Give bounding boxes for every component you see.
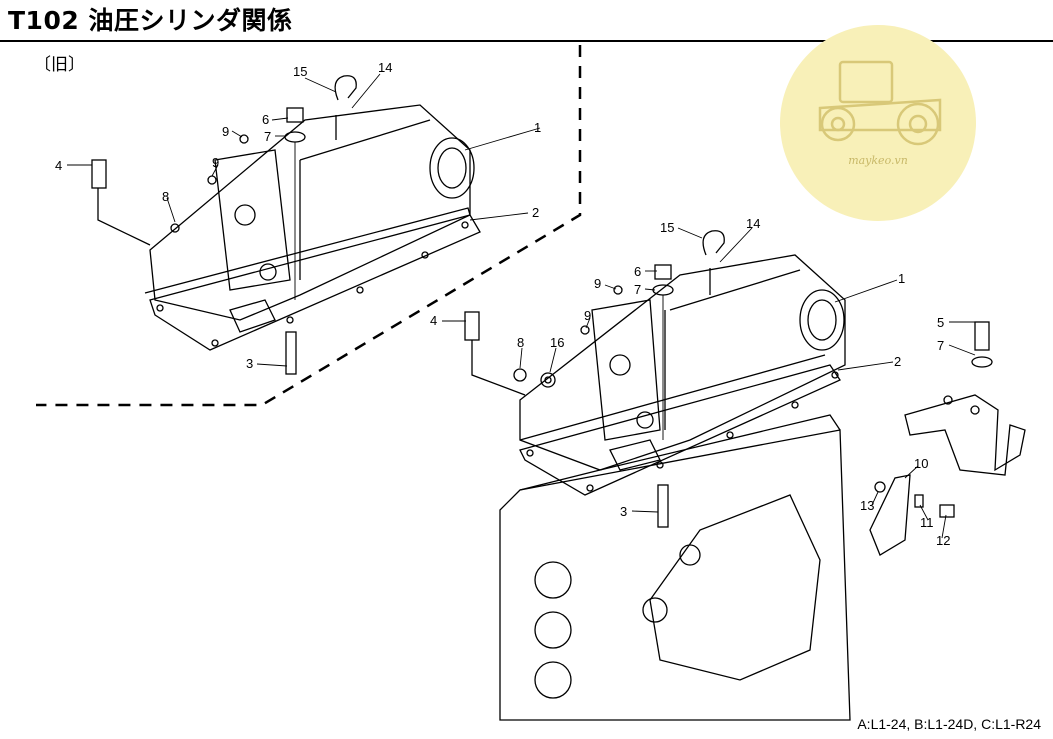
callout-13-new: 13: [860, 498, 874, 513]
watermark-logo: maykeo.vn: [780, 25, 976, 221]
title-divider: [0, 40, 1053, 42]
callout-3-new: 3: [620, 504, 627, 519]
old-version-label: 〔旧〕: [34, 55, 85, 75]
callout-2: 2: [532, 205, 539, 220]
callout-3: 3: [246, 356, 253, 371]
callout-9b: 9: [212, 155, 219, 170]
callout-11-new: 11: [920, 515, 934, 530]
callout-8: 8: [162, 189, 169, 204]
callout-9-new: 9: [594, 276, 601, 291]
page-title: T102 油圧シリンダ関係: [8, 6, 293, 35]
callout-10-new: 10: [914, 456, 928, 471]
callout-4-new: 4: [430, 313, 437, 328]
callout-7: 7: [264, 129, 271, 144]
old-section-divider: [36, 45, 582, 407]
callout-7-new: 7: [634, 282, 641, 297]
callout-1-new: 1: [898, 271, 905, 286]
leader-lines: [67, 73, 976, 539]
new-cylinder-assembly: [464, 230, 1026, 721]
model-footnote: A:L1-24, B:L1-24D, C:L1-R24: [857, 716, 1041, 732]
callout-15: 15: [293, 64, 307, 79]
callout-14-new: 14: [746, 216, 760, 231]
callout-16-new: 16: [550, 335, 564, 350]
callout-6: 6: [262, 112, 269, 127]
callout-9b-new: 9: [584, 308, 591, 323]
callout-14: 14: [378, 60, 392, 75]
callout-labels: 15 14 6 7 9 1 4 9 8 2 3 15 14 6 9 7 1 4 …: [55, 60, 950, 548]
watermark-text: maykeo.vn: [848, 154, 908, 167]
callout-9: 9: [222, 124, 229, 139]
callout-6-new: 6: [634, 264, 641, 279]
callout-1: 1: [534, 120, 541, 135]
callout-12-new: 12: [936, 533, 950, 548]
callout-8-new: 8: [517, 335, 524, 350]
callout-5-new: 5: [937, 315, 944, 330]
callout-7b-new: 7: [937, 338, 944, 353]
callout-15-new: 15: [660, 220, 674, 235]
callout-2-new: 2: [894, 354, 901, 369]
old-cylinder-assembly: [91, 75, 481, 375]
model-list: A:L1-24, B:L1-24D, C:L1-R24: [857, 716, 1041, 732]
callout-4: 4: [55, 158, 62, 173]
